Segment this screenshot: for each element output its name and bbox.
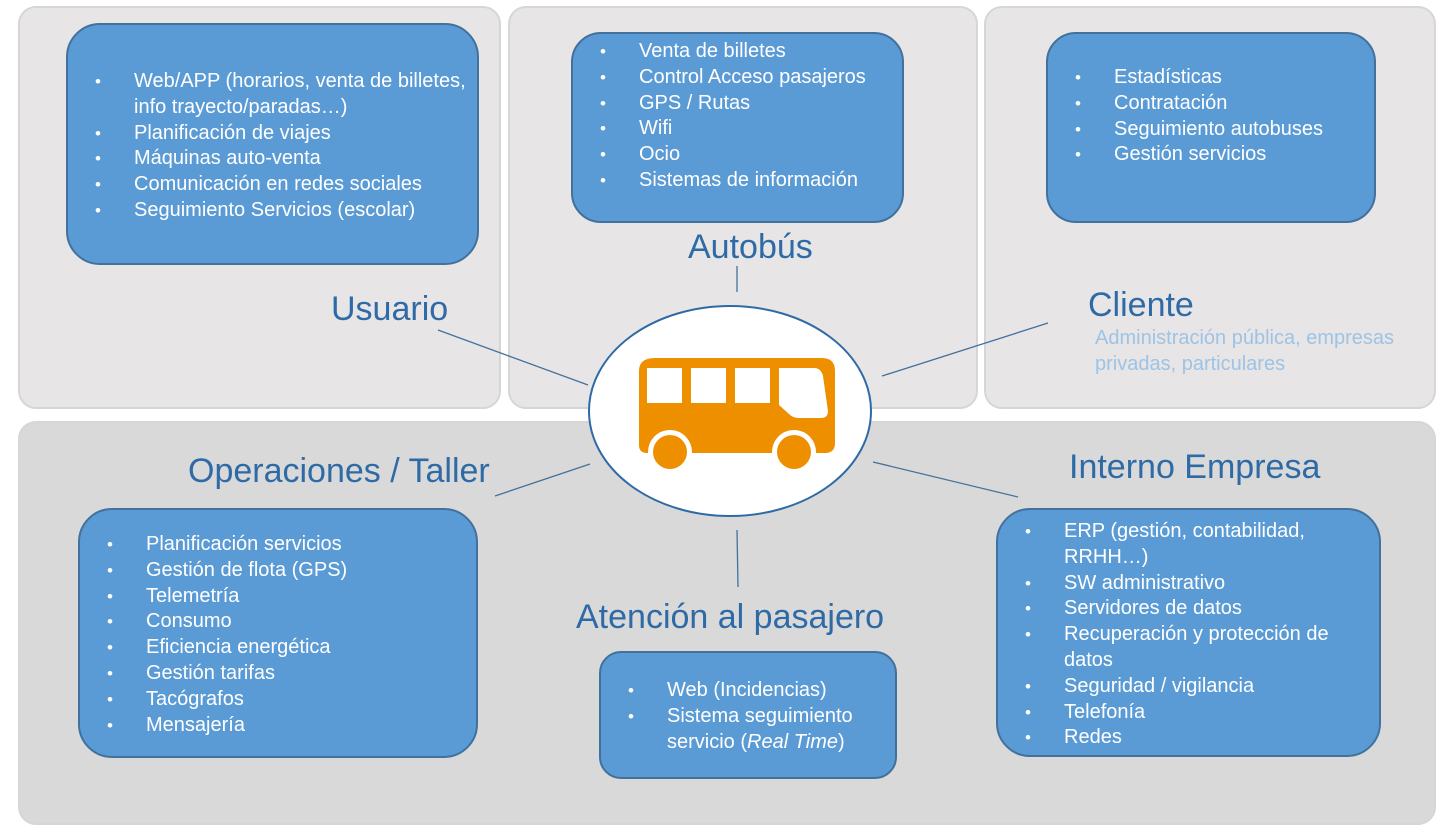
list-item: Gestión de flota (GPS) — [80, 558, 476, 584]
usuario-box: Web/APP (horarios, venta de billetes, in… — [66, 23, 479, 265]
autobus-list: Venta de billetes Control Acceso pasajer… — [573, 39, 902, 194]
list-item: Venta de billetes — [573, 39, 902, 65]
connector-cliente — [881, 322, 1049, 377]
list-item: ERP (gestión, contabilidad, RRHH…) — [998, 519, 1379, 571]
cliente-box: Estadísticas Contratación Seguimiento au… — [1046, 32, 1376, 223]
list-item-italic: Real Time — [747, 730, 838, 753]
usuario-list: Web/APP (horarios, venta de billetes, in… — [68, 69, 477, 224]
list-item: Mensajería — [80, 713, 476, 739]
operaciones-box: Planificación servicios Gestión de flota… — [78, 508, 478, 758]
list-item: Telemetría — [80, 584, 476, 610]
connector-interno — [872, 461, 1019, 498]
operaciones-title: Operaciones / Taller — [188, 452, 490, 490]
list-item: Gestión tarifas — [80, 661, 476, 687]
list-item: Consumo — [80, 609, 476, 635]
atencion-title: Atención al pasajero — [576, 598, 885, 636]
list-item: GPS / Rutas — [573, 91, 902, 117]
list-item: Web (Incidencias) — [601, 678, 895, 704]
list-item: Web/APP (horarios, venta de billetes, in… — [68, 69, 477, 121]
list-item: Tacógrafos — [80, 687, 476, 713]
list-item: Servidores de datos — [998, 596, 1379, 622]
list-item: Control Acceso pasajeros — [573, 65, 902, 91]
list-item: Eficiencia energética — [80, 635, 476, 661]
connector-operaciones — [494, 463, 591, 497]
list-item: Sistemas de información — [573, 168, 902, 194]
connector-usuario — [437, 329, 589, 386]
list-item: Estadísticas — [1048, 65, 1374, 91]
interno-list: ERP (gestión, contabilidad, RRHH…) SW ad… — [998, 519, 1379, 751]
list-item: Redes — [998, 725, 1379, 751]
list-item: Contratación — [1048, 91, 1374, 117]
list-item: Telefonía — [998, 700, 1379, 726]
interno-box: ERP (gestión, contabilidad, RRHH…) SW ad… — [996, 508, 1381, 757]
list-item: SW administrativo — [998, 571, 1379, 597]
center-node — [588, 305, 872, 517]
list-item: Wifi — [573, 116, 902, 142]
list-item: Comunicación en redes sociales — [68, 172, 477, 198]
cliente-title: Cliente — [1088, 286, 1194, 324]
list-item: Planificación servicios — [80, 532, 476, 558]
cliente-subtitle: Administración pública, empresas privada… — [1095, 327, 1395, 375]
autobus-box: Venta de billetes Control Acceso pasajer… — [571, 32, 904, 223]
interno-title: Interno Empresa — [1069, 448, 1321, 486]
list-item: Planificación de viajes — [68, 121, 477, 147]
cliente-list: Estadísticas Contratación Seguimiento au… — [1048, 65, 1374, 168]
list-item: Seguimiento autobuses — [1048, 117, 1374, 143]
atencion-box: Web (Incidencias) Sistema seguimiento se… — [599, 651, 897, 779]
list-item: Recuperación y protección de datos — [998, 622, 1379, 674]
usuario-title: Usuario — [331, 290, 449, 328]
operaciones-list: Planificación servicios Gestión de flota… — [80, 532, 476, 738]
connector-atencion — [736, 529, 739, 588]
autobus-title: Autobús — [688, 228, 813, 266]
list-item: Seguridad / vigilancia — [998, 674, 1379, 700]
atencion-list: Web (Incidencias) Sistema seguimiento se… — [601, 678, 895, 755]
list-item-end: ) — [837, 730, 845, 753]
list-item: Seguimiento Servicios (escolar) — [68, 198, 477, 224]
list-item: Gestión servicios — [1048, 142, 1374, 168]
list-item: Sistema seguimiento servicio (Real Time) — [601, 704, 895, 756]
bus-icon — [639, 358, 835, 474]
list-item: Máquinas auto-venta — [68, 146, 477, 172]
list-item: Ocio — [573, 142, 902, 168]
list-item-text: Sistema seguimiento servicio ( — [667, 704, 853, 753]
